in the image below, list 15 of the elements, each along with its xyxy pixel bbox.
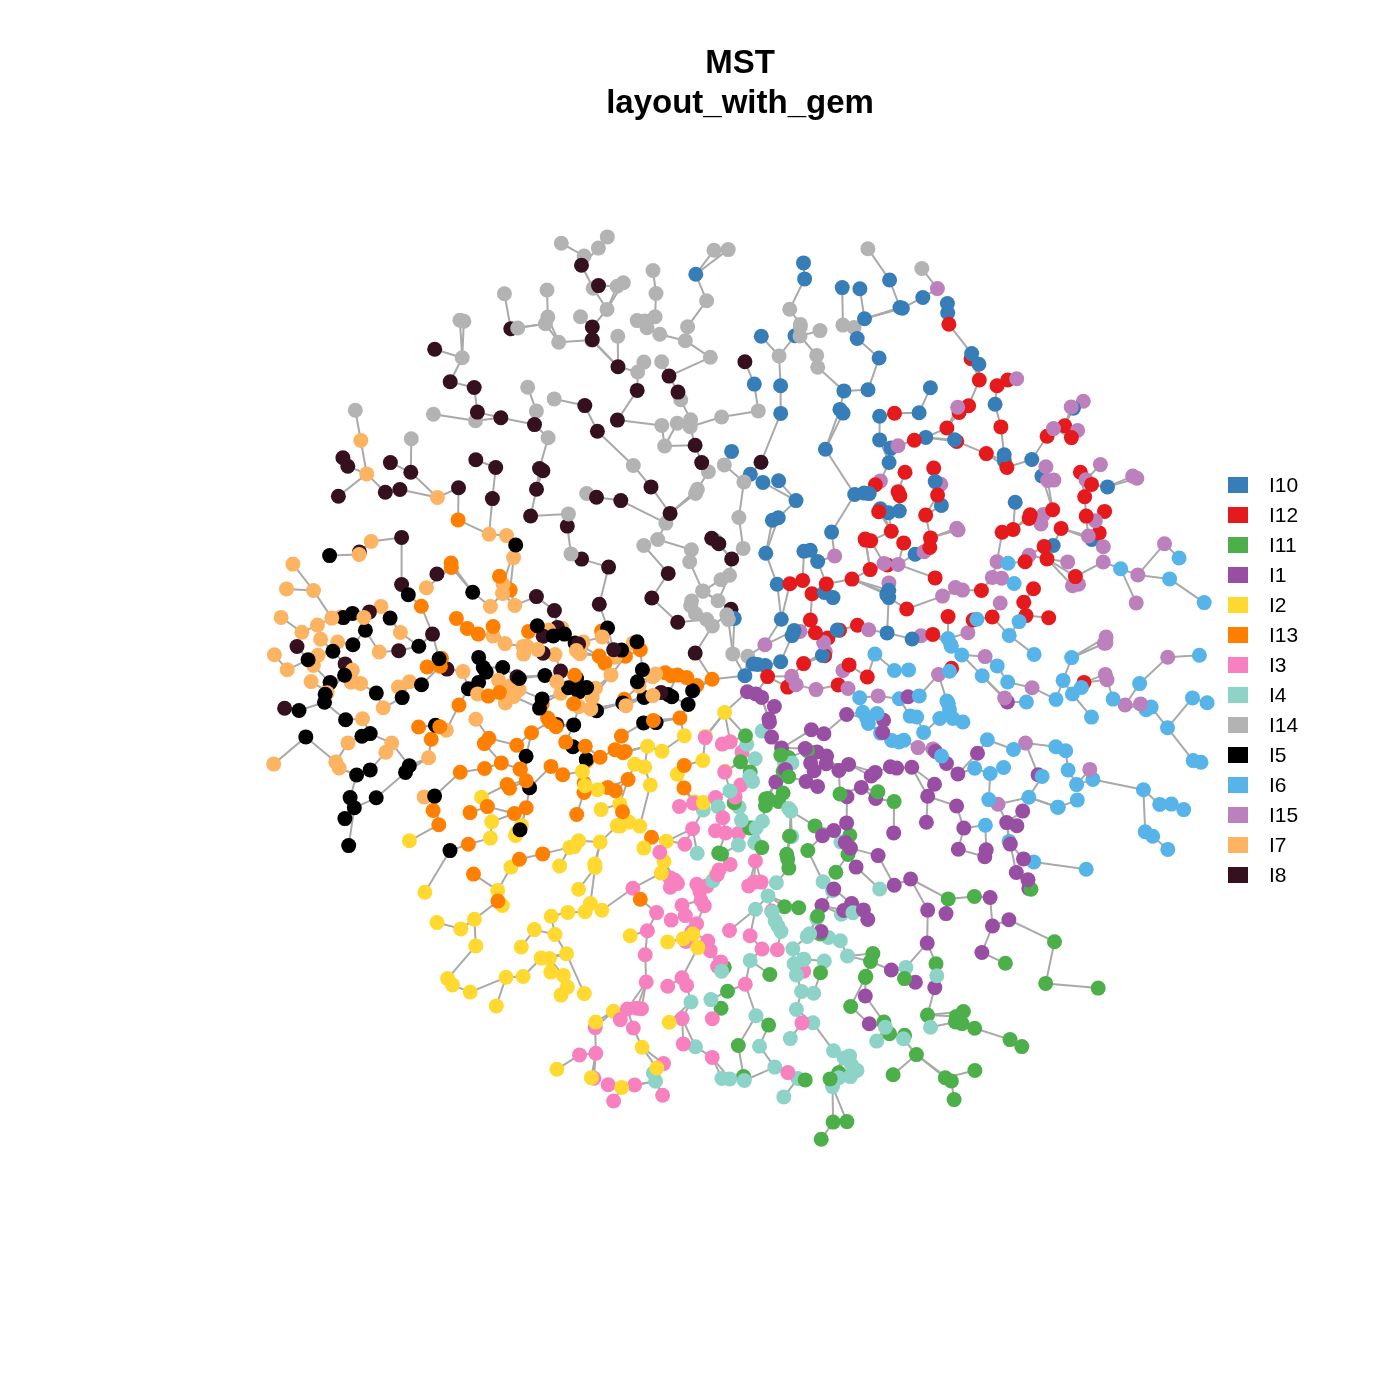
legend-label: I8 (1269, 863, 1287, 887)
legend-label: I2 (1269, 593, 1287, 617)
legend-label: I1 (1269, 563, 1287, 587)
legend-label: I7 (1269, 833, 1287, 857)
legend-label: I13 (1269, 623, 1299, 647)
legend-label: I6 (1269, 773, 1287, 797)
legend-label: I10 (1269, 473, 1299, 497)
legend-label: I5 (1269, 743, 1287, 767)
legend-label: I3 (1269, 653, 1287, 677)
legend-label: I11 (1269, 533, 1297, 557)
legend-label: I4 (1269, 683, 1287, 707)
legend-label: I12 (1269, 503, 1299, 527)
chart-title: MST layout_with_gem (606, 42, 874, 122)
legend-label: I15 (1269, 803, 1299, 827)
legend-label: I14 (1269, 713, 1299, 737)
